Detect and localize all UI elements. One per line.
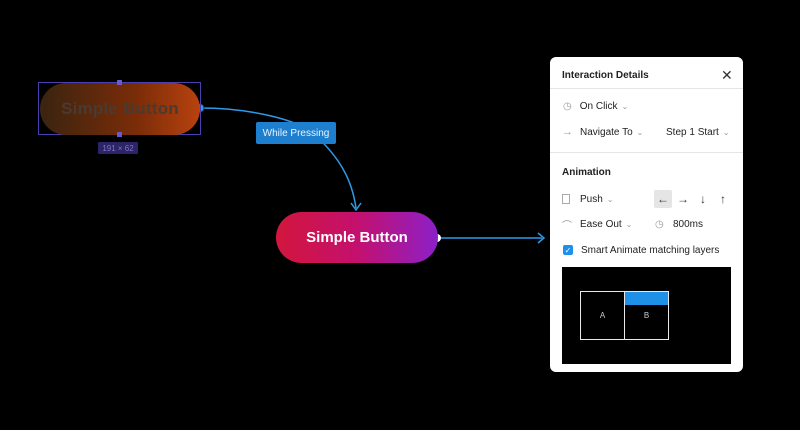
smart-animate-label: Smart Animate matching layers [581,244,720,256]
chevron-down-icon: ⌄ [636,127,644,137]
connection-arrowhead [350,202,362,212]
animation-heading: Animation [562,166,611,178]
action-select[interactable]: Navigate To ⌄ [580,127,643,138]
destination-button[interactable]: Simple Button [276,212,438,263]
direction-left-button[interactable]: ← [654,190,672,208]
original-button-label: Simple Button [61,99,179,118]
arrow-right-icon: → [562,126,573,138]
direction-right-button[interactable]: → [677,192,689,206]
smart-animate-checkbox[interactable]: ✓ [563,245,573,255]
easing-value: Ease Out [580,218,622,230]
animation-type-select[interactable]: Push ⌄ [580,194,614,205]
chevron-down-icon: ⌄ [625,219,633,229]
frame-a-label: A [599,311,606,320]
resize-handle-top[interactable] [117,80,122,85]
outgoing-arrowhead [537,232,546,244]
action-value: Navigate To [580,126,633,138]
trigger-label[interactable]: While Pressing [256,122,336,144]
interaction-details-panel: Interaction Details ✕ ◷ On Click ⌄ → Nav… [550,57,743,372]
divider [550,152,743,153]
direction-down-button[interactable]: ↓ [700,192,706,206]
duration-input[interactable]: 800ms [673,218,704,230]
destination-select[interactable]: Step 1 Start ⌄ [666,127,730,138]
animation-preview: A B [562,267,731,364]
close-icon[interactable]: ✕ [721,67,733,83]
chevron-down-icon: ⌄ [722,127,730,137]
chevron-down-icon: ⌄ [621,101,629,111]
trigger-select[interactable]: ◷ On Click ⌄ [550,97,743,115]
frame-b-label: B [643,311,650,320]
timer-icon: ◷ [655,218,664,230]
size-badge: 191 × 62 [98,142,138,154]
smart-animate-row[interactable]: ✓ Smart Animate matching layers [550,241,743,259]
direction-group: ← → ↓ ↑ [654,190,732,208]
animation-type-value: Push [580,193,603,205]
chevron-down-icon: ⌄ [606,194,614,204]
preview-frame-b-header [625,292,668,305]
preview-frame-a: A [580,291,625,340]
direction-up-button[interactable]: ↑ [720,192,726,206]
divider [550,88,743,89]
easing-select[interactable]: Ease Out ⌄ [580,219,632,230]
destination-value: Step 1 Start [666,126,719,138]
trigger-value: On Click [579,100,618,112]
clock-icon: ◷ [563,100,572,112]
easing-curve-icon: ⌒ [562,220,572,232]
resize-handle-bottom[interactable] [117,132,122,137]
original-button[interactable]: Simple Button [40,83,200,135]
push-transition-icon [562,194,570,204]
panel-title: Interaction Details [562,69,649,81]
destination-button-label: Simple Button [306,229,408,246]
preview-frame-b: B [624,291,669,340]
